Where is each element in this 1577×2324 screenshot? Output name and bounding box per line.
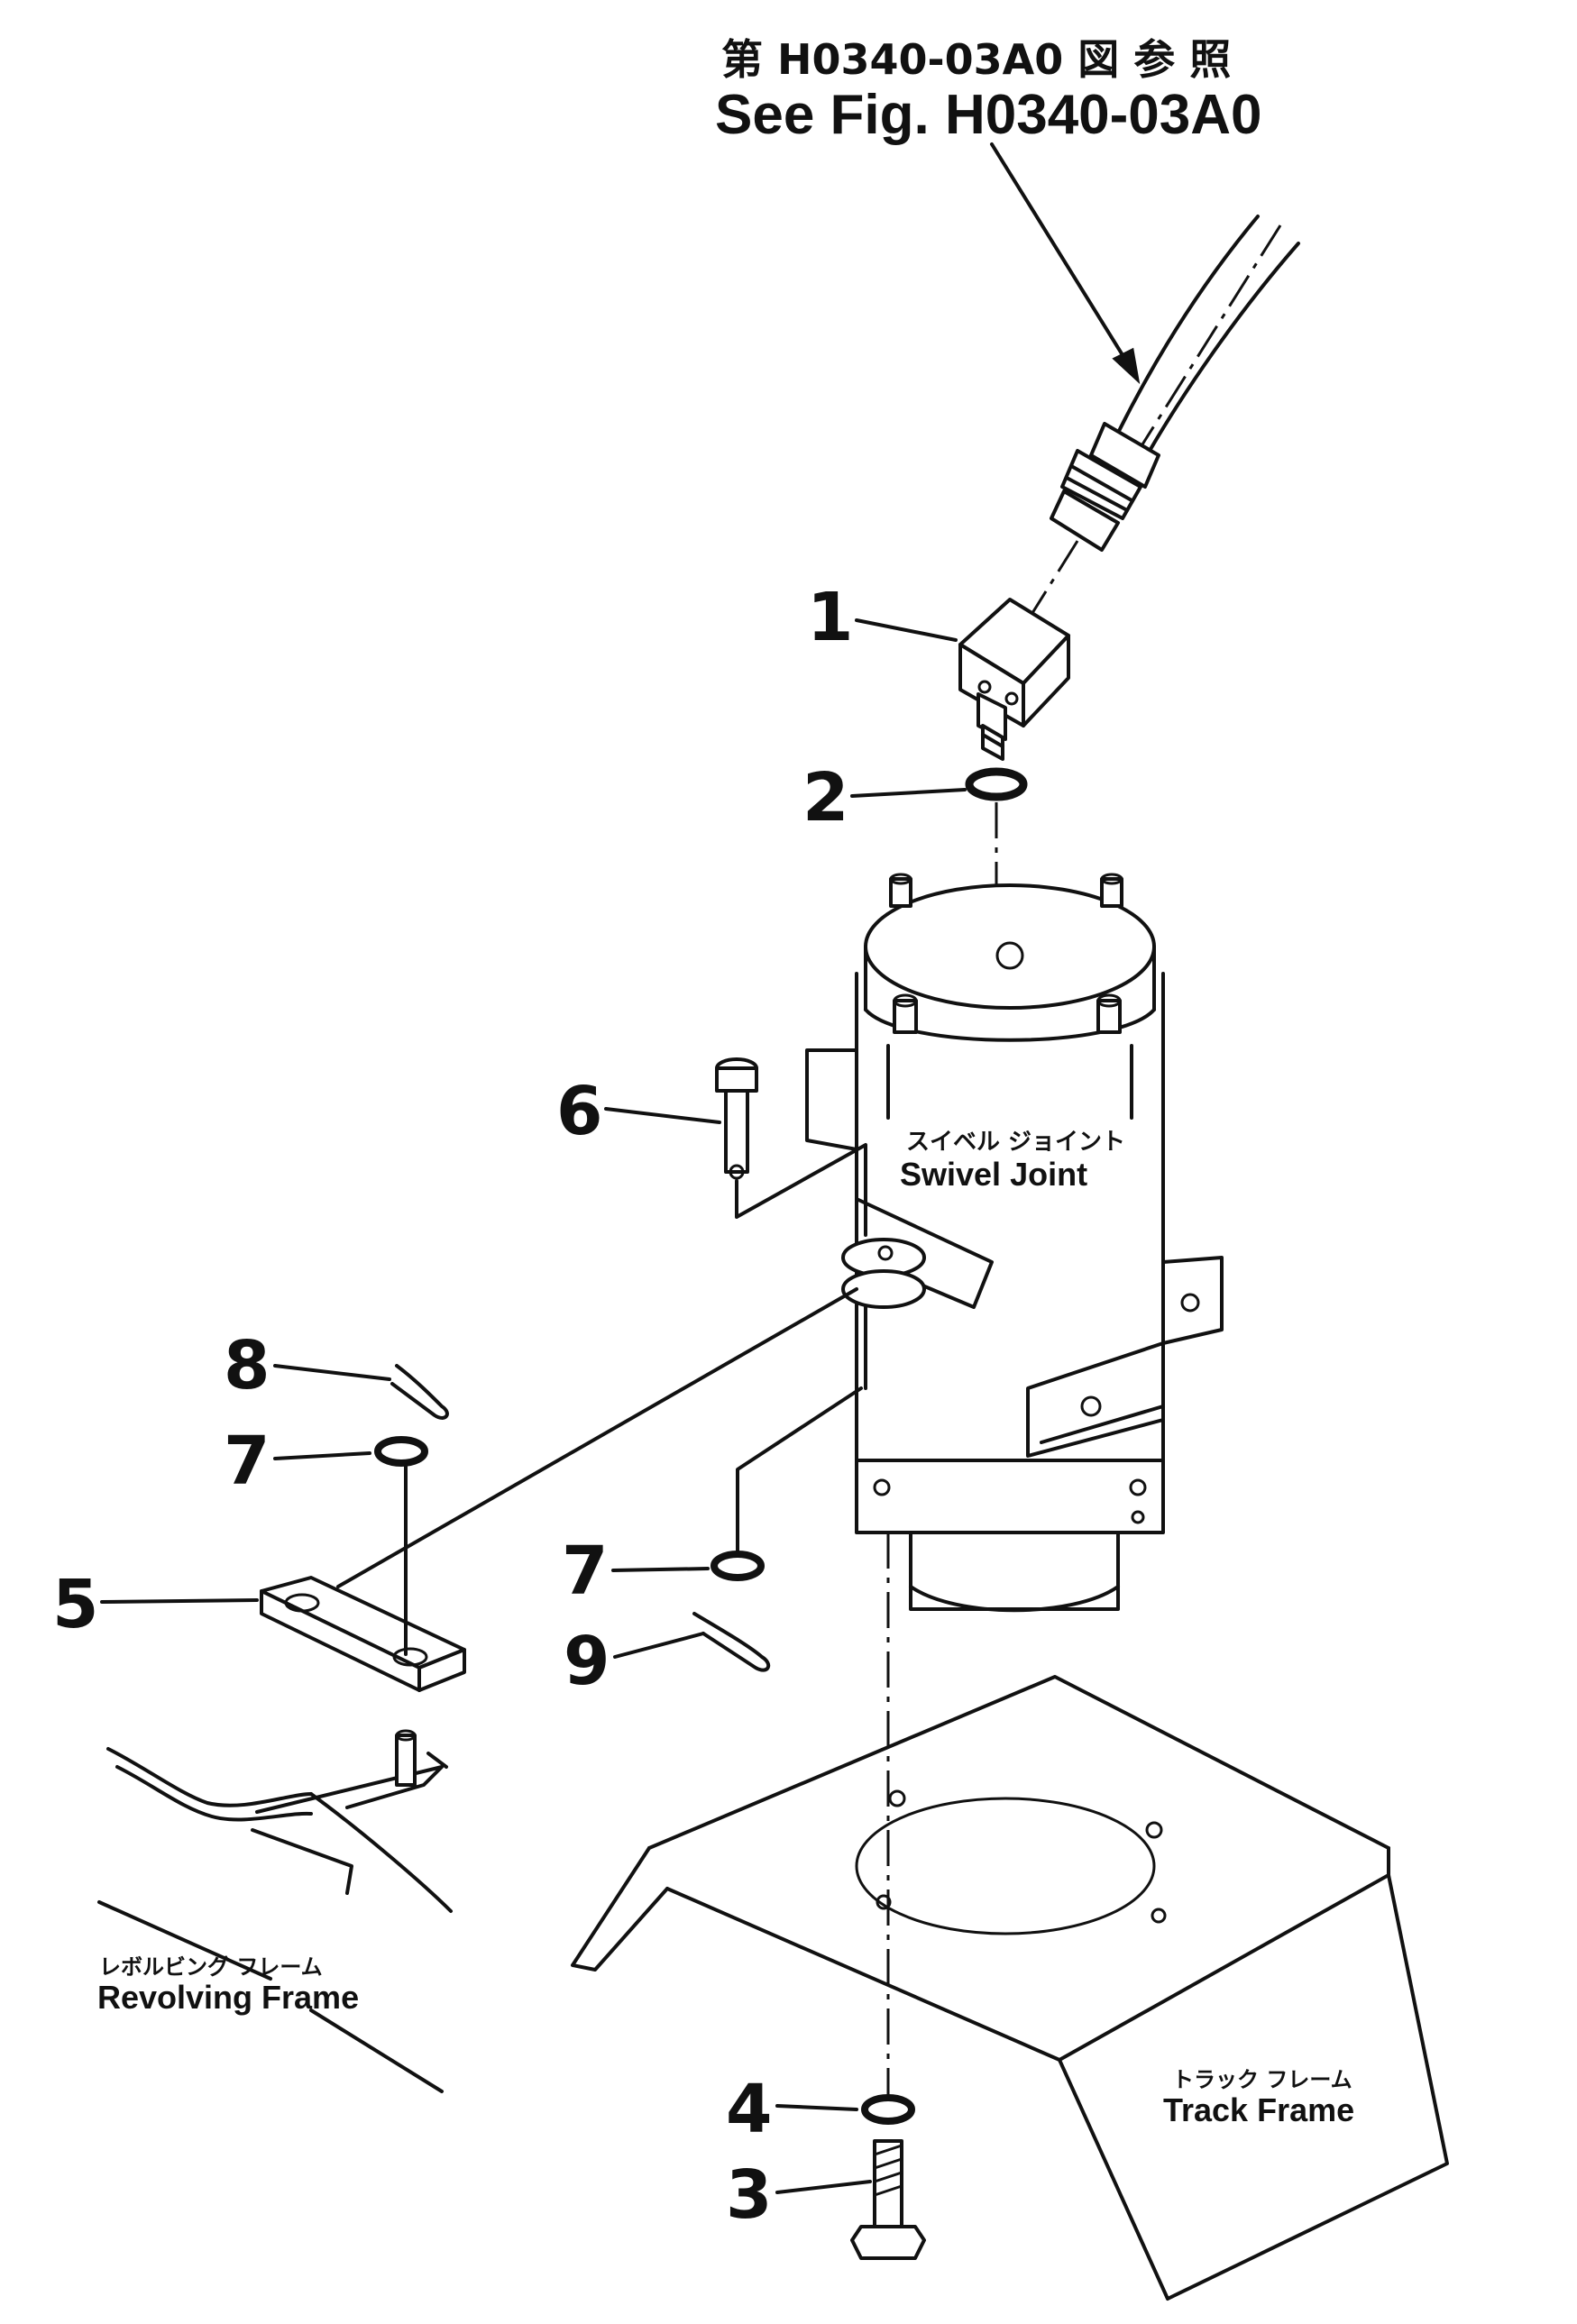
callout-4: 4 [726, 2071, 773, 2148]
reference-japanese: 第 H0340-03A0 図 参 照 [721, 35, 1231, 84]
swivel-joint-body [805, 873, 1224, 1613]
track-frame-label-japanese: トラック フレーム [1172, 2067, 1352, 2092]
callout-1: 1 [807, 579, 854, 656]
reference-english: See Fig. H0340-03A0 [715, 84, 1262, 146]
part-7-washer-left [374, 1436, 428, 1467]
revolving-frame-structure [97, 1729, 453, 2093]
part-8-cotter-pin [390, 1364, 449, 1420]
part-5-stopper-plate [260, 1287, 858, 1692]
leader-7a [273, 1451, 371, 1460]
revolving-frame-label-english: Revolving Frame [97, 1979, 359, 2016]
part-3-bolt [850, 2139, 926, 2260]
callout-3: 3 [726, 2156, 773, 2234]
reference-arrow-head [1112, 347, 1141, 385]
leader-7b [611, 1567, 710, 1572]
track-frame-structure [571, 1675, 1449, 2301]
callout-5: 5 [52, 1566, 99, 1643]
leader-1 [855, 618, 958, 642]
reference-leader-arrow [990, 142, 1133, 371]
hydraulic-hose [1008, 215, 1300, 650]
part-2-o-ring [965, 767, 1028, 801]
revolving-frame-label-japanese: レボルビング フレーム [99, 1954, 323, 1980]
callout-2: 2 [802, 759, 849, 837]
part-6-pin [715, 1057, 867, 1237]
leader-5 [100, 1598, 259, 1604]
leader-6 [604, 1107, 721, 1124]
part-1-elbow-fitting [958, 598, 1070, 761]
leader-4 [775, 2104, 858, 2111]
callout-8: 8 [224, 1327, 270, 1404]
callout-9: 9 [564, 1623, 610, 1700]
swivel-joint-label-english: Swivel Joint [900, 1156, 1087, 1193]
callout-7a: 7 [224, 1423, 270, 1500]
leader-3 [775, 2180, 872, 2194]
callout-7b: 7 [562, 1533, 609, 1610]
track-frame-label-english: Track Frame [1163, 2091, 1354, 2128]
swivel-joint-label-japanese: スイベル ジョイント [906, 1129, 1125, 1156]
leader-9 [613, 1632, 705, 1659]
part-7-washer-right [711, 1551, 765, 1581]
callout-6: 6 [556, 1073, 603, 1150]
part-4-washer [861, 2094, 915, 2125]
leader-8 [273, 1364, 391, 1381]
leader-2 [850, 788, 967, 798]
part-9-cotter-pin [692, 1612, 771, 1672]
